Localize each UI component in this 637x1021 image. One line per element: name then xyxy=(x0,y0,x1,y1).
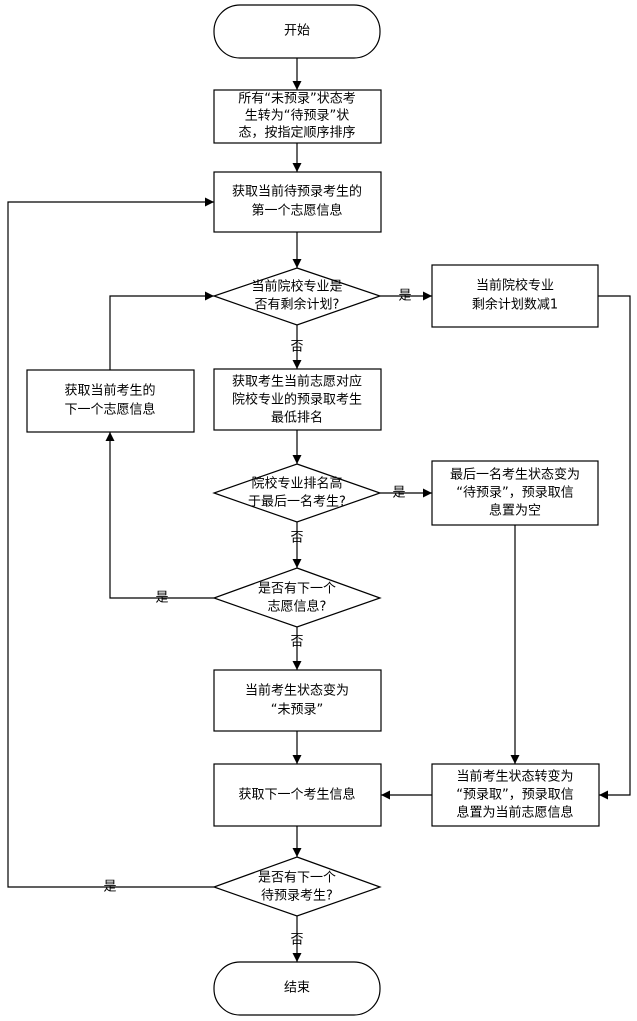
has-next-wish-line-2: 志愿信息? xyxy=(268,599,327,615)
process-get-next-wish: 获取当前考生的 下一个志愿信息 xyxy=(26,369,195,433)
next-wish-line-1: 获取当前考生的 xyxy=(64,383,155,399)
min-rank-line-1: 获取考生当前志愿对应 xyxy=(232,374,362,390)
edge-label-rank-higher-yes: 是 xyxy=(392,486,405,501)
end-node: 结束 xyxy=(213,961,381,1016)
get-first-line-1: 获取当前待预录考生的 xyxy=(232,184,362,200)
process-get-first-wish: 获取当前待预录考生的 第一个志愿信息 xyxy=(213,171,382,233)
reduce-line-2: 剩余计划数减1 xyxy=(472,297,558,313)
admit-line-2: “预录取”，预录取信 xyxy=(456,788,573,803)
decision-has-plan: 当前院校专业是 否有剩余计划? xyxy=(212,267,382,326)
has-plan-line-2: 否有剩余计划? xyxy=(255,297,340,313)
reduce-line-1: 当前院校专业 xyxy=(476,278,554,294)
min-rank-line-3: 最低排名 xyxy=(271,410,323,426)
arrow-next-wish-to-has-plan xyxy=(109,291,214,370)
edge-label-has-plan-yes: 是 xyxy=(398,289,411,304)
process-last-student-reset: 最后一名考生状态变为 “待预录”，预录取信 息置为空 xyxy=(431,460,599,526)
last-reset-line-3: 息置为空 xyxy=(489,503,541,519)
arrow-reduce-to-admit xyxy=(598,295,631,800)
edge-label-has-next-student-no: 否 xyxy=(290,933,303,948)
process-init-status: 所有“未预录”状态考 生转为“待预录”状 态，按指定顺序排序 xyxy=(213,89,382,144)
start-node: 开始 xyxy=(213,4,381,59)
admit-line-3: 息置为当前志愿信息 xyxy=(456,805,573,821)
admit-line-1: 当前考生状态转变为 xyxy=(456,769,573,785)
start-label: 开始 xyxy=(284,24,310,39)
rank-higher-line-2: 于最后一名考生? xyxy=(248,494,346,510)
last-reset-line-2: “待预录”，预录取信 xyxy=(456,486,573,501)
has-next-student-line-2: 待预录考生? xyxy=(261,889,333,904)
process-reduce-plan: 当前院校专业 剩余计划数减1 xyxy=(431,264,599,328)
get-next-student-label: 获取下一个考生信息 xyxy=(238,787,355,803)
not-admitted-line-1: 当前考生状态变为 xyxy=(245,683,349,699)
rank-higher-line-1: 院校专业排名高 xyxy=(251,476,342,492)
init-line-1: 所有“未预录”状态考 xyxy=(238,92,355,107)
arrow-has-next-wish-yes-to-next-wish xyxy=(105,432,214,599)
process-get-min-rank: 获取考生当前志愿对应 院校专业的预录取考生 最低排名 xyxy=(213,368,382,431)
edge-label-has-next-wish-yes: 是 xyxy=(155,591,168,606)
decision-has-next-student: 是否有下一个 待预录考生? xyxy=(212,856,382,917)
init-line-3: 态，按指定顺序排序 xyxy=(238,126,355,141)
last-reset-line-1: 最后一名考生状态变为 xyxy=(450,467,580,483)
edge-label-has-next-student-yes: 是 xyxy=(103,880,116,895)
edge-label-has-plan-no: 否 xyxy=(290,340,303,355)
edge-label-rank-higher-no: 否 xyxy=(290,531,303,546)
init-line-2: 生转为“待预录”状 xyxy=(245,109,349,124)
has-next-wish-line-1: 是否有下一个 xyxy=(258,582,336,597)
process-admit: 当前考生状态转变为 “预录取”，预录取信 息置为当前志愿信息 xyxy=(431,763,600,827)
decision-rank-higher: 院校专业排名高 于最后一名考生? xyxy=(212,463,382,523)
min-rank-line-2: 院校专业的预录取考生 xyxy=(232,392,362,408)
decision-has-next-wish: 是否有下一个 志愿信息? xyxy=(212,567,382,628)
process-get-next-student: 获取下一个考生信息 xyxy=(213,763,382,827)
edge-label-has-next-wish-no: 否 xyxy=(290,635,303,650)
edge-labels: 是 否 是 否 是 否 是 否 xyxy=(103,289,411,948)
has-next-student-line-1: 是否有下一个 xyxy=(258,871,336,886)
has-plan-line-1: 当前院校专业是 xyxy=(251,279,342,295)
not-admitted-line-2: “未预录” xyxy=(271,703,323,718)
end-label: 结束 xyxy=(284,981,310,996)
process-not-admitted: 当前考生状态变为 “未预录” xyxy=(213,669,382,732)
next-wish-line-2: 下一个志愿信息 xyxy=(64,402,155,418)
arrow-has-next-student-yes-to-get-first xyxy=(7,197,214,888)
connectors xyxy=(7,58,631,962)
get-first-line-2: 第一个志愿信息 xyxy=(251,203,342,219)
